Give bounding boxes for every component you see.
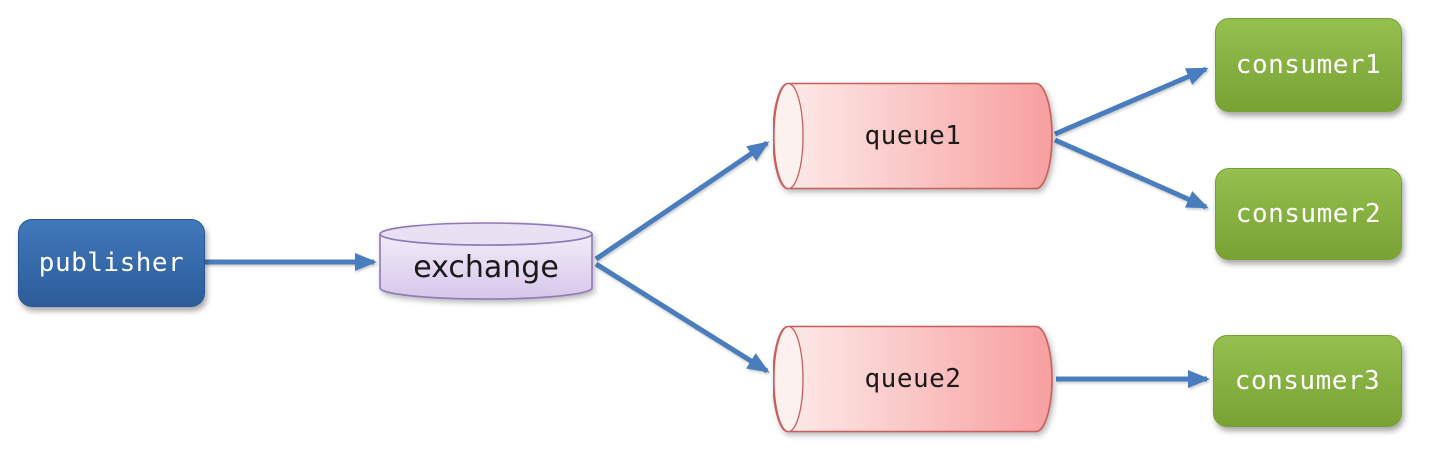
edge-queue1-consumer1: [1054, 66, 1209, 137]
queue2-cylinder-shape: [773, 325, 1053, 433]
edge-queue1-consumer2: [1053, 137, 1209, 210]
node-consumer1-label: consumer1: [1235, 50, 1382, 80]
node-exchange-label: exchange: [413, 249, 559, 285]
node-publisher-label: publisher: [38, 248, 185, 278]
node-consumer3-label: consumer3: [1234, 366, 1381, 396]
node-consumer2: consumer2: [1215, 168, 1402, 260]
node-queue1-label: queue1: [864, 121, 962, 151]
edge-exchange-queue1: [594, 140, 770, 262]
node-queue2-label: queue2: [864, 364, 962, 394]
node-exchange: exchange: [379, 222, 593, 300]
node-publisher: publisher: [18, 219, 205, 307]
node-queue2: queue2: [773, 325, 1053, 433]
exchange-cylinder-shape: [379, 222, 593, 300]
node-consumer1: consumer1: [1215, 18, 1402, 112]
queue1-cylinder-shape: [773, 82, 1053, 190]
node-consumer3: consumer3: [1213, 335, 1402, 427]
node-queue1: queue1: [773, 82, 1053, 190]
edge-exchange-queue2: [594, 261, 770, 374]
node-consumer2-label: consumer2: [1235, 199, 1382, 229]
